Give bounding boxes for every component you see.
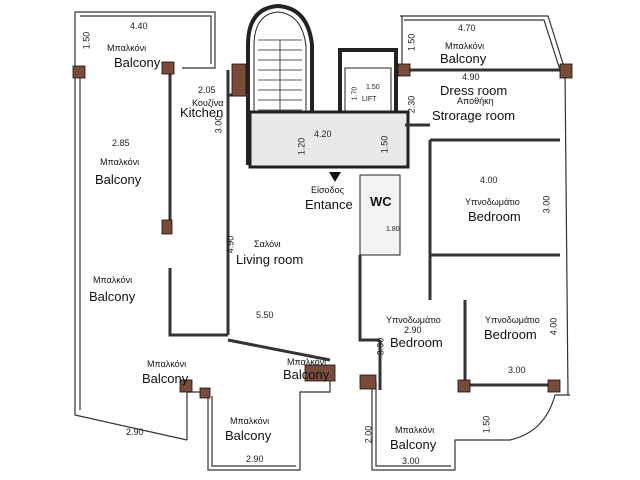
balcony-left-upper-gr: Μπαλκόνι — [100, 157, 140, 167]
bedroom-1-gr: Υπνοδωμάτιο — [465, 197, 520, 207]
balcony-top-right-gr: Μπαλκόνι — [445, 41, 485, 51]
dim-label: 3.00 — [402, 456, 420, 466]
dim-label: 4.20 — [314, 129, 332, 139]
storage-room-en: Strorage room — [432, 108, 516, 123]
balcony-bottom-4-en: Balcony — [390, 437, 437, 452]
dim-label: 2.90 — [246, 454, 264, 464]
dim-label: 2.05 — [198, 85, 216, 95]
balcony-top-left-gr: Μπαλκόνι — [107, 43, 147, 53]
living-room-gr: Σαλόνι — [254, 239, 281, 249]
dim-label: 4.90 — [225, 235, 236, 254]
bedroom-2-gr: Υπνοδωμάτιο — [386, 315, 441, 325]
dim-label: 4.00 — [480, 175, 498, 185]
dim-label: 4.00 — [548, 317, 559, 336]
dim-label: 4.40 — [130, 21, 148, 31]
balcony-bottom-2-en: Balcony — [283, 367, 330, 382]
entrance-marker — [329, 172, 341, 182]
bedroom-3-en: Bedroom — [484, 327, 537, 342]
kitchen-gr: Κουζίνα — [192, 98, 224, 108]
dim-label: 1.50 — [481, 415, 492, 434]
balcony-bottom-1-en: Balcony — [142, 371, 189, 386]
dim-label: 1.70 — [351, 86, 359, 101]
dim-label: 1.50 — [379, 135, 390, 154]
balcony-bottom-1-gr: Μπαλκόνι — [147, 359, 187, 369]
balcony-bottom-3-gr: Μπαλκόνι — [230, 416, 270, 426]
kitchen-en: Kitchen — [180, 105, 224, 120]
balcony-left-lower-gr: Μπαλκόνι — [93, 275, 133, 285]
balcony-top-left-en: Balcony — [114, 55, 161, 70]
dim-label: 2.00 — [363, 425, 374, 444]
bedroom-2-en: Bedroom — [390, 335, 443, 350]
dim-label: 1.20 — [296, 137, 307, 156]
dim-label: 1.80 — [386, 226, 400, 233]
dim-label: 2.90 — [126, 427, 144, 437]
dim-label: 3.00 — [541, 195, 552, 214]
wc-en: WC — [370, 194, 392, 209]
dim-label: 4.90 — [462, 72, 480, 82]
columns — [72, 61, 573, 399]
lift-core — [248, 48, 410, 256]
balcony-bottom-2-gr: Μπαλκόνι — [287, 357, 327, 367]
entrance-gr: Είσοδος — [311, 185, 344, 195]
stair-tower — [246, 3, 314, 165]
lift-label: LIFT — [362, 96, 377, 103]
dim-label: 1.50 — [406, 33, 417, 52]
dim-label: 1.50 — [366, 84, 380, 91]
balcony-bottom-3-en: Balcony — [225, 428, 272, 443]
dim-label: 3.00 — [213, 115, 224, 134]
balcony-left-lower-en: Balcony — [89, 289, 136, 304]
storage-room-gr: Αποθήκη — [457, 96, 494, 106]
balcony-top-right-en: Balcony — [440, 51, 487, 66]
dim-label: 1.50 — [81, 31, 92, 50]
entrance-en: Entance — [305, 197, 353, 212]
dim-label: 4.70 — [458, 23, 476, 33]
dim-label: 3.00 — [508, 365, 526, 375]
balcony-left-upper-en: Balcony — [95, 172, 142, 187]
dim-label: 5.50 — [256, 310, 274, 320]
dim-label: 3.90 — [375, 337, 386, 356]
interior-walls — [168, 68, 560, 390]
dim-label: 2.30 — [406, 95, 417, 114]
bedroom-3-gr: Υπνοδωμάτιο — [485, 315, 540, 325]
dim-label: 2.85 — [112, 138, 130, 148]
dress-room-en: Dress room — [440, 83, 508, 98]
living-room-en: Living room — [236, 252, 304, 267]
dim-label: 2.90 — [404, 325, 422, 335]
bedroom-1-en: Bedroom — [468, 209, 521, 224]
balcony-outlines — [74, 11, 570, 471]
balcony-bottom-4-gr: Μπαλκόνι — [395, 425, 435, 435]
